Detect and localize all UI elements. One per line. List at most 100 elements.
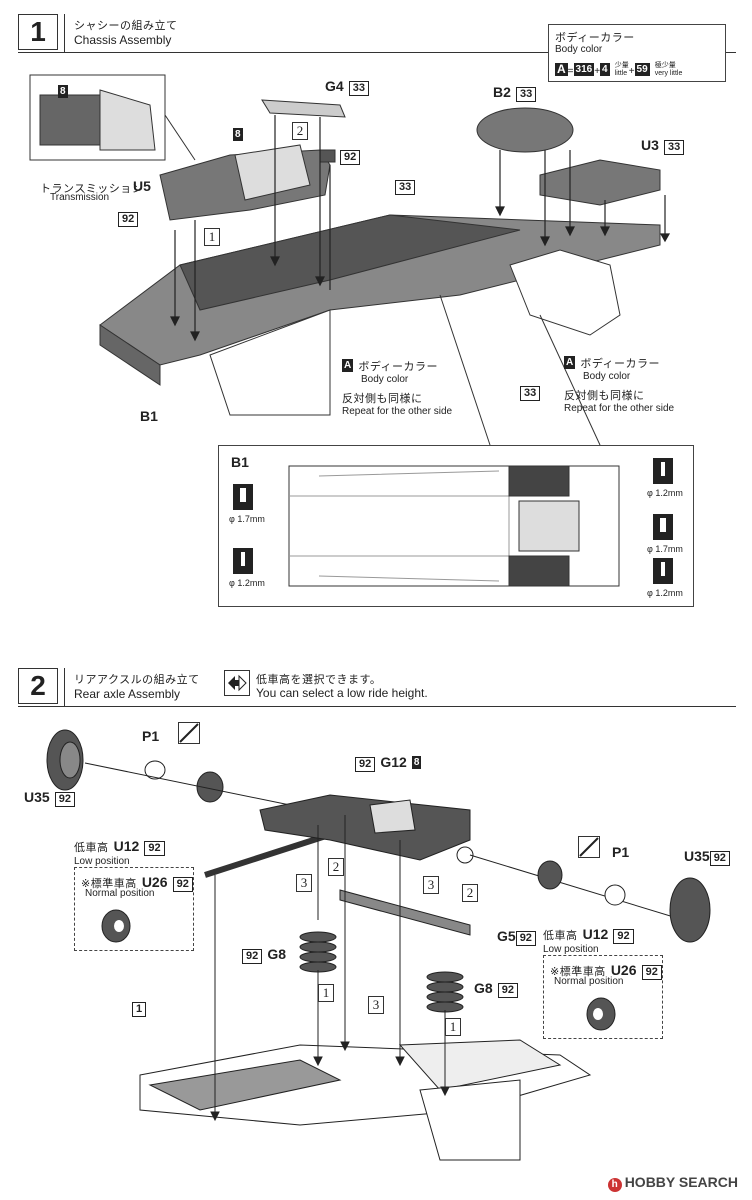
axle-body bbox=[259, 794, 471, 861]
p1-left-label: P1 bbox=[142, 728, 160, 744]
note-left-jp: ボディーカラー bbox=[358, 360, 439, 373]
g5-rod bbox=[339, 889, 471, 936]
g8l-color: 92 bbox=[242, 949, 263, 964]
note-left-letter: A bbox=[342, 359, 354, 372]
drill-label-2: φ 1.2mm bbox=[229, 578, 265, 588]
drill-icon-2 bbox=[233, 548, 253, 574]
plus1: + bbox=[594, 66, 601, 77]
eq: = bbox=[567, 66, 574, 77]
color-formula: A=316+4 少量 little +59 極少量 very little bbox=[555, 59, 682, 78]
step2-note-en: You can select a low ride height. bbox=[256, 686, 428, 700]
color-59: 59 bbox=[634, 63, 650, 76]
seq2a: 2 bbox=[328, 858, 344, 876]
inset-leader-2 bbox=[539, 314, 601, 446]
seq3c: 3 bbox=[368, 996, 384, 1014]
color92-b: 92 bbox=[118, 212, 139, 227]
drill-label-3: φ 1.2mm bbox=[647, 488, 683, 498]
u26l-name: U26 bbox=[141, 874, 168, 890]
step1-title-en: Chassis Assembly bbox=[74, 33, 172, 47]
u12r-name: U12 bbox=[582, 926, 609, 942]
color33-b: 33 bbox=[520, 386, 541, 401]
left-spacer bbox=[144, 760, 166, 780]
g4-name: G4 bbox=[325, 78, 344, 94]
u26-left-part bbox=[101, 909, 131, 943]
watermark-logo-icon: h bbox=[607, 1178, 622, 1192]
color-4: 4 bbox=[600, 63, 610, 76]
step1-number: 1 bbox=[18, 14, 58, 50]
u3-name: U3 bbox=[641, 137, 659, 153]
drill-icon-3 bbox=[653, 458, 673, 484]
u12l-color: 92 bbox=[144, 841, 165, 856]
u35r-name: U35 bbox=[684, 848, 710, 864]
drill-icon-1 bbox=[233, 484, 253, 510]
chassis-diagram bbox=[29, 74, 671, 446]
color-title-en: Body color bbox=[555, 44, 603, 55]
body-color-note-right: A ボディーカラー Body color 反対側も同様に Repeat for … bbox=[564, 352, 674, 414]
seq-1: 1 bbox=[204, 228, 220, 246]
seq1b: 1 bbox=[445, 1018, 461, 1036]
rear-axle-diagram bbox=[46, 729, 711, 1161]
u35-left-label: U35 92 bbox=[24, 787, 76, 807]
b2-name: B2 bbox=[493, 84, 511, 100]
seq1a: 1 bbox=[318, 984, 334, 1002]
u26l-jp: ※標準車高 bbox=[81, 877, 137, 890]
step2-title-en: Rear axle Assembly bbox=[74, 687, 181, 701]
b1-name: B1 bbox=[140, 408, 158, 424]
seq2b: 2 bbox=[462, 884, 478, 902]
u26l-head: ※標準車高 U26 92 bbox=[81, 872, 193, 892]
u35l-color: 92 bbox=[54, 792, 76, 807]
g12-label: 92 G12 8 bbox=[355, 752, 422, 772]
p1-right-label: P1 bbox=[612, 844, 630, 860]
right-wheel bbox=[669, 877, 711, 943]
note-right-jp: ボディーカラー bbox=[580, 357, 661, 370]
u3-color: 33 bbox=[664, 140, 685, 155]
axle-line-right bbox=[469, 854, 701, 926]
g8-right-label: G8 92 bbox=[474, 978, 519, 998]
u5-jp: トランスミッション bbox=[40, 182, 144, 195]
drill-icon-5 bbox=[653, 558, 673, 584]
g8l-name: G8 bbox=[267, 946, 287, 962]
u26r-name: U26 bbox=[610, 962, 637, 978]
part8-label-b: 8 bbox=[233, 128, 243, 141]
part8-label-a: 8 bbox=[58, 85, 68, 98]
color33-a: 33 bbox=[395, 180, 416, 195]
u26r-en: Normal position bbox=[554, 976, 624, 987]
color92-a: 92 bbox=[340, 150, 361, 165]
right-spacer bbox=[604, 884, 626, 906]
u3-part bbox=[539, 159, 661, 206]
assembly-arrows bbox=[170, 115, 671, 342]
b1-drill-inset: B1 φ 1.7mm φ 1.2mm φ 1.2mm φ 1.7mm φ 1.2… bbox=[218, 445, 694, 607]
u26-right-part bbox=[586, 997, 616, 1031]
u26-left-box: ※標準車高 U26 92 Normal position bbox=[74, 867, 194, 951]
g8r-color: 92 bbox=[497, 983, 519, 998]
plus2: + bbox=[628, 66, 635, 77]
drill-label-1: φ 1.7mm bbox=[229, 514, 265, 524]
drill-icon-4 bbox=[653, 514, 673, 540]
u26r-jp: ※標準車高 bbox=[550, 965, 606, 978]
no-glue-icon-left bbox=[178, 722, 200, 744]
u12l-en: Low position bbox=[74, 856, 130, 867]
inset-label: B1 bbox=[231, 454, 249, 470]
step1-rule bbox=[18, 52, 736, 53]
color-title-jp: ボディーカラー bbox=[555, 31, 635, 44]
transmission-detail bbox=[29, 74, 196, 161]
u12l-jp: 低車高 bbox=[74, 841, 109, 854]
b2-part bbox=[476, 107, 574, 153]
u12r-color: 92 bbox=[613, 929, 634, 944]
u26-right-box: ※標準車高 U26 92 Normal position bbox=[543, 955, 663, 1039]
note-right-repeat-en: Repeat for the other side bbox=[564, 403, 675, 414]
color-letter: A bbox=[555, 62, 568, 76]
transmission-part bbox=[159, 144, 336, 221]
g4-part bbox=[261, 99, 346, 118]
note-left-en: Body color bbox=[361, 374, 409, 385]
body-color-note-left: A ボディーカラー Body color 反対側も同様に Repeat for … bbox=[342, 355, 452, 417]
g12-color2: 8 bbox=[411, 756, 422, 769]
left-hub bbox=[196, 771, 224, 803]
g5-color: 92 bbox=[515, 931, 536, 946]
chassis-tub bbox=[99, 214, 661, 416]
body-color-box: ボディーカラー Body color A=316+4 少量 little +59… bbox=[548, 24, 726, 82]
note-left-repeat-en: Repeat for the other side bbox=[342, 406, 453, 417]
c2-en: little bbox=[614, 69, 628, 77]
note-right-en: Body color bbox=[583, 371, 631, 382]
